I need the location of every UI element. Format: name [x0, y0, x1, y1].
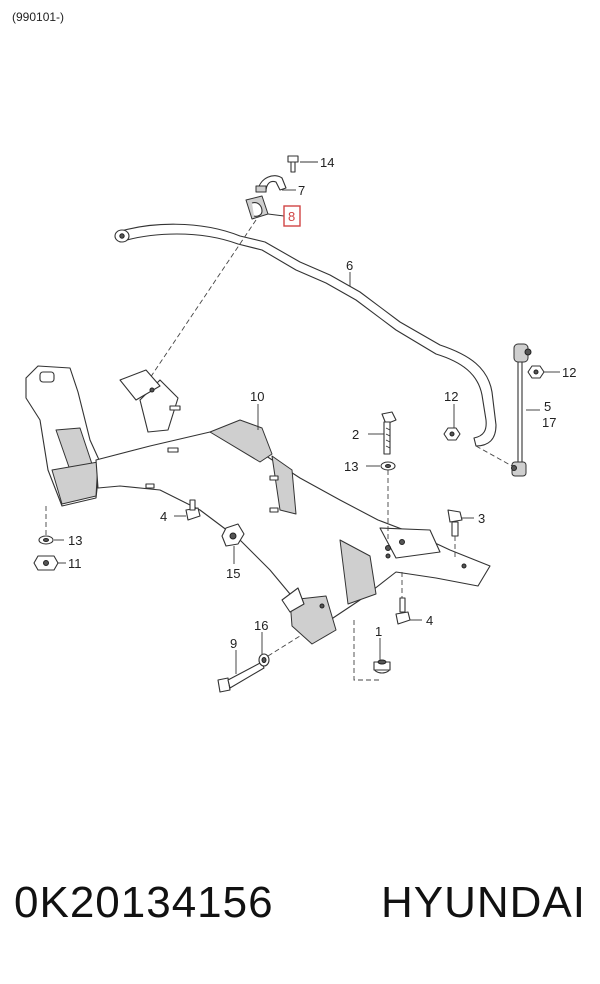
callout-12-upper: 12 [562, 365, 576, 380]
callout-4-right: 4 [426, 613, 433, 628]
callout-1: 1 [375, 624, 382, 639]
stabilizer-bushing[interactable] [245, 195, 269, 220]
link-nut-lower[interactable] [443, 427, 461, 441]
bolt-2[interactable] [381, 411, 397, 455]
stabilizer-link[interactable] [475, 343, 532, 477]
callout-13-right: 13 [344, 459, 358, 474]
nut-11[interactable] [33, 555, 59, 571]
callout-6: 6 [346, 258, 353, 273]
callout-12-lower: 12 [444, 389, 458, 404]
callout-11: 11 [68, 556, 82, 571]
washer-16[interactable] [258, 653, 270, 667]
nut-1[interactable] [373, 659, 391, 674]
callout-10: 10 [250, 389, 264, 404]
callout-9: 9 [230, 636, 237, 651]
callout-5: 5 [544, 399, 551, 414]
link-nut-upper[interactable] [527, 365, 545, 379]
callout-14: 14 [320, 155, 334, 170]
callout-13-left: 13 [68, 533, 82, 548]
callout-16: 16 [254, 618, 268, 633]
bolt-4-left[interactable] [185, 499, 201, 521]
bracket-bolt[interactable] [287, 155, 299, 173]
callout-15: 15 [226, 566, 240, 581]
washer-13-right[interactable] [380, 461, 396, 471]
washer-13-left[interactable] [38, 535, 54, 545]
nut-15[interactable] [221, 523, 245, 547]
brand-name: HYUNDAI [380, 878, 586, 927]
diagram-code: (990101-) [12, 10, 65, 24]
callout-17: 17 [542, 415, 556, 430]
callout-4-left: 4 [160, 509, 167, 524]
callout-7: 7 [298, 183, 305, 198]
callout-8-highlight-box [283, 205, 301, 227]
callout-2: 2 [352, 427, 359, 442]
callout-8: 8 [288, 209, 295, 224]
stabilizer-bar[interactable] [114, 223, 497, 447]
bolt-4-right[interactable] [395, 597, 411, 625]
exploded-parts-diagram: 14 7 8 6 12 12 5 17 10 2 13 3 4 4 13 11 … [25, 155, 576, 693]
bolt-9[interactable] [217, 661, 265, 693]
front-crossmember[interactable] [25, 365, 491, 645]
bushing-bracket[interactable] [255, 175, 287, 193]
callout-3: 3 [478, 511, 485, 526]
bolt-3[interactable] [447, 509, 463, 537]
part-number: 0K20134156 [14, 878, 274, 927]
footer: 0K20134156 HYUNDAI [0, 878, 600, 948]
